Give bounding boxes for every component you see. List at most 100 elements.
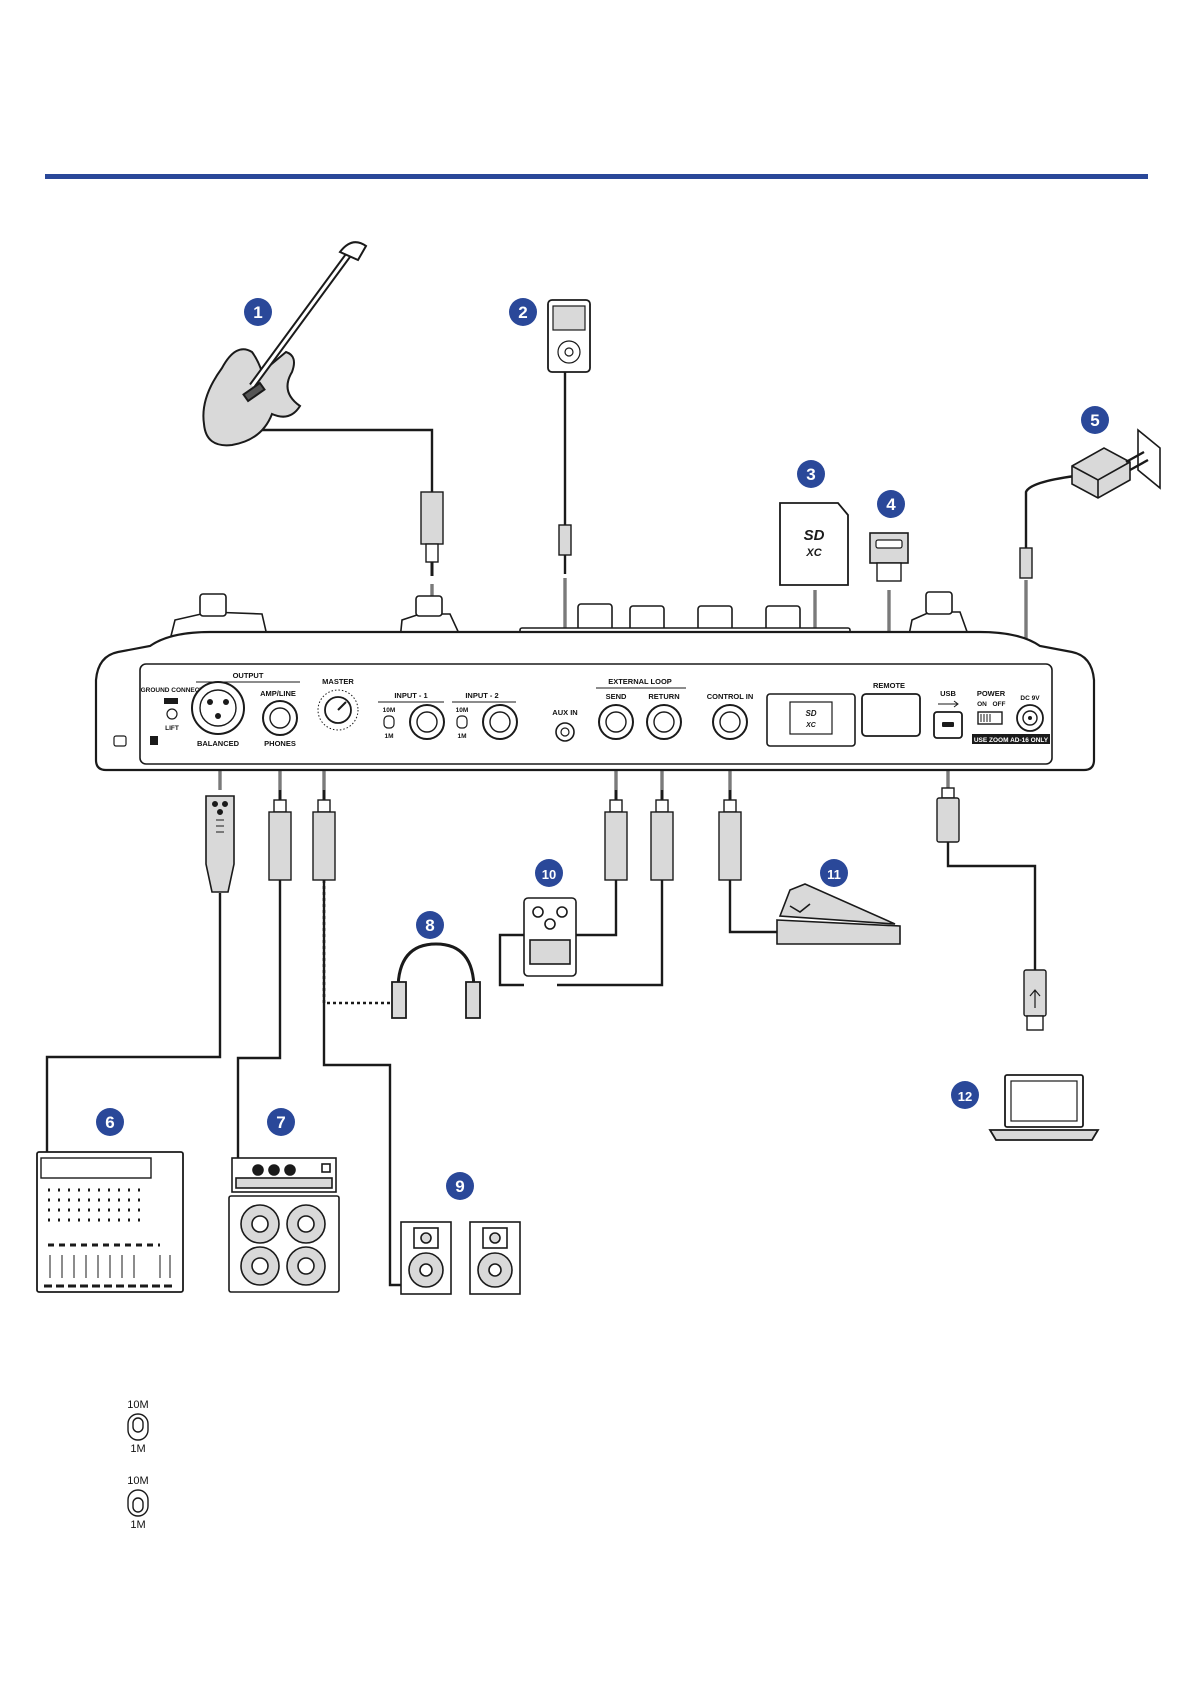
send-label: SEND bbox=[606, 692, 627, 701]
dc-input-jack[interactable] bbox=[1017, 705, 1043, 731]
adapter-cable bbox=[1026, 476, 1075, 548]
monitor-speakers-icon bbox=[401, 1222, 520, 1294]
lift-label: LIFT bbox=[165, 725, 179, 732]
remote-label: REMOTE bbox=[873, 681, 905, 690]
power-label: POWER bbox=[977, 689, 1006, 698]
svg-text:9: 9 bbox=[455, 1177, 464, 1196]
balanced-label: BALANCED bbox=[197, 739, 240, 748]
xlr-cable bbox=[47, 893, 220, 1152]
xlr-plug bbox=[206, 796, 234, 892]
effect-pedal-icon bbox=[524, 898, 576, 976]
ground-lift-switch[interactable] bbox=[167, 709, 177, 719]
amp-cabinet-icon bbox=[229, 1158, 339, 1292]
return-jack[interactable] bbox=[647, 705, 681, 739]
remote-port[interactable] bbox=[862, 694, 920, 736]
callout-4: 4 bbox=[877, 490, 905, 518]
aux-in-jack[interactable] bbox=[556, 723, 574, 741]
amp-line-plug bbox=[269, 790, 291, 880]
toggle-switch-up-icon bbox=[128, 1414, 148, 1440]
balanced-output-jack[interactable] bbox=[192, 682, 244, 734]
power-off-label: OFF bbox=[993, 701, 1006, 708]
toggle-switch-down-icon bbox=[128, 1490, 148, 1516]
headphones-icon bbox=[392, 944, 480, 1018]
input1-10m-label: 10M bbox=[383, 707, 396, 714]
svg-text:12: 12 bbox=[958, 1089, 972, 1104]
input-plug bbox=[421, 492, 443, 576]
input1-impedance-switch[interactable] bbox=[384, 716, 394, 728]
legend-b-bottom: 1M bbox=[130, 1519, 145, 1531]
usb-plug-a bbox=[1024, 970, 1046, 1030]
svg-text:2: 2 bbox=[518, 303, 527, 322]
input2-10m-label: 10M bbox=[456, 707, 469, 714]
callout-8: 8 bbox=[416, 911, 444, 939]
cables bbox=[47, 372, 1075, 1285]
input2-1m-label: 1M bbox=[457, 733, 466, 740]
header-rule bbox=[45, 174, 1148, 179]
mixer-icon bbox=[37, 1152, 183, 1292]
control-cable bbox=[730, 880, 777, 932]
amp-line-label: AMP/LINE bbox=[260, 689, 296, 698]
send-plug bbox=[605, 790, 627, 880]
return-label: RETURN bbox=[648, 692, 679, 701]
input2-label: INPUT - 2 bbox=[465, 691, 498, 700]
power-on-label: ON bbox=[977, 701, 987, 708]
expression-pedal-icon bbox=[777, 884, 900, 944]
dc-label: DC 9V bbox=[1020, 695, 1040, 702]
legend-a-bottom: 1M bbox=[130, 1443, 145, 1455]
callout-11: 11 bbox=[820, 859, 848, 887]
master-label: MASTER bbox=[322, 677, 354, 686]
audio-player-icon bbox=[548, 300, 590, 372]
ac-adapter-icon bbox=[1072, 430, 1160, 498]
send-jack[interactable] bbox=[599, 705, 633, 739]
usb-label: USB bbox=[940, 689, 956, 698]
input2-impedance-switch[interactable] bbox=[457, 716, 467, 728]
callout-3: 3 bbox=[797, 460, 825, 488]
svg-text:3: 3 bbox=[806, 465, 815, 484]
usb-port[interactable] bbox=[934, 712, 962, 738]
laptop-icon bbox=[990, 1075, 1098, 1140]
multi-effects-unit: GROUND CONNECT LIFT OUTPUT BALANCED AMP/… bbox=[96, 592, 1094, 770]
callout-1: 1 bbox=[244, 298, 272, 326]
ground-connect-label: GROUND CONNECT bbox=[141, 687, 204, 694]
svg-text:5: 5 bbox=[1090, 411, 1099, 430]
svg-text:10: 10 bbox=[542, 867, 556, 882]
callout-5: 5 bbox=[1081, 406, 1109, 434]
svg-text:4: 4 bbox=[886, 495, 896, 514]
callout-7: 7 bbox=[267, 1108, 295, 1136]
control-in-label: CONTROL IN bbox=[707, 692, 754, 701]
phones-plug bbox=[313, 790, 335, 880]
svg-text:SD: SD bbox=[804, 527, 825, 544]
power-switch[interactable] bbox=[978, 712, 1002, 724]
svg-text:8: 8 bbox=[425, 916, 434, 935]
control-in-jack[interactable] bbox=[713, 705, 747, 739]
sd-card-icon: SD XC bbox=[780, 503, 848, 585]
svg-text:XC: XC bbox=[805, 547, 822, 559]
svg-text:7: 7 bbox=[276, 1113, 285, 1132]
svg-text:1: 1 bbox=[253, 303, 262, 322]
amp-line-jack[interactable] bbox=[263, 701, 297, 735]
remote-module-icon bbox=[870, 533, 908, 581]
legend-b-top: 10M bbox=[127, 1475, 148, 1487]
bass-guitar-icon bbox=[203, 242, 366, 445]
switch-legend: 10M 1M 10M 1M bbox=[127, 1399, 148, 1531]
svg-text:XC: XC bbox=[805, 722, 817, 729]
headphone-cable bbox=[324, 880, 397, 1003]
guitar-cable bbox=[262, 430, 432, 492]
legend-a-top: 10M bbox=[127, 1399, 148, 1411]
input1-label: INPUT - 1 bbox=[394, 691, 427, 700]
aux-plug bbox=[559, 525, 571, 574]
sd-card-slot[interactable]: SD XC bbox=[767, 694, 855, 746]
svg-text:6: 6 bbox=[105, 1113, 114, 1132]
aux-in-label: AUX IN bbox=[552, 708, 577, 717]
dc-plug bbox=[1020, 548, 1032, 578]
input2-jack[interactable] bbox=[483, 705, 517, 739]
master-knob[interactable] bbox=[318, 690, 358, 730]
adapter-note: USE ZOOM AD-16 ONLY bbox=[974, 737, 1049, 744]
control-plug bbox=[719, 790, 741, 880]
svg-text:SD: SD bbox=[805, 709, 816, 718]
external-loop-label: EXTERNAL LOOP bbox=[608, 677, 672, 686]
usb-cable bbox=[948, 842, 1035, 970]
input1-jack[interactable] bbox=[410, 705, 444, 739]
callout-6: 6 bbox=[96, 1108, 124, 1136]
